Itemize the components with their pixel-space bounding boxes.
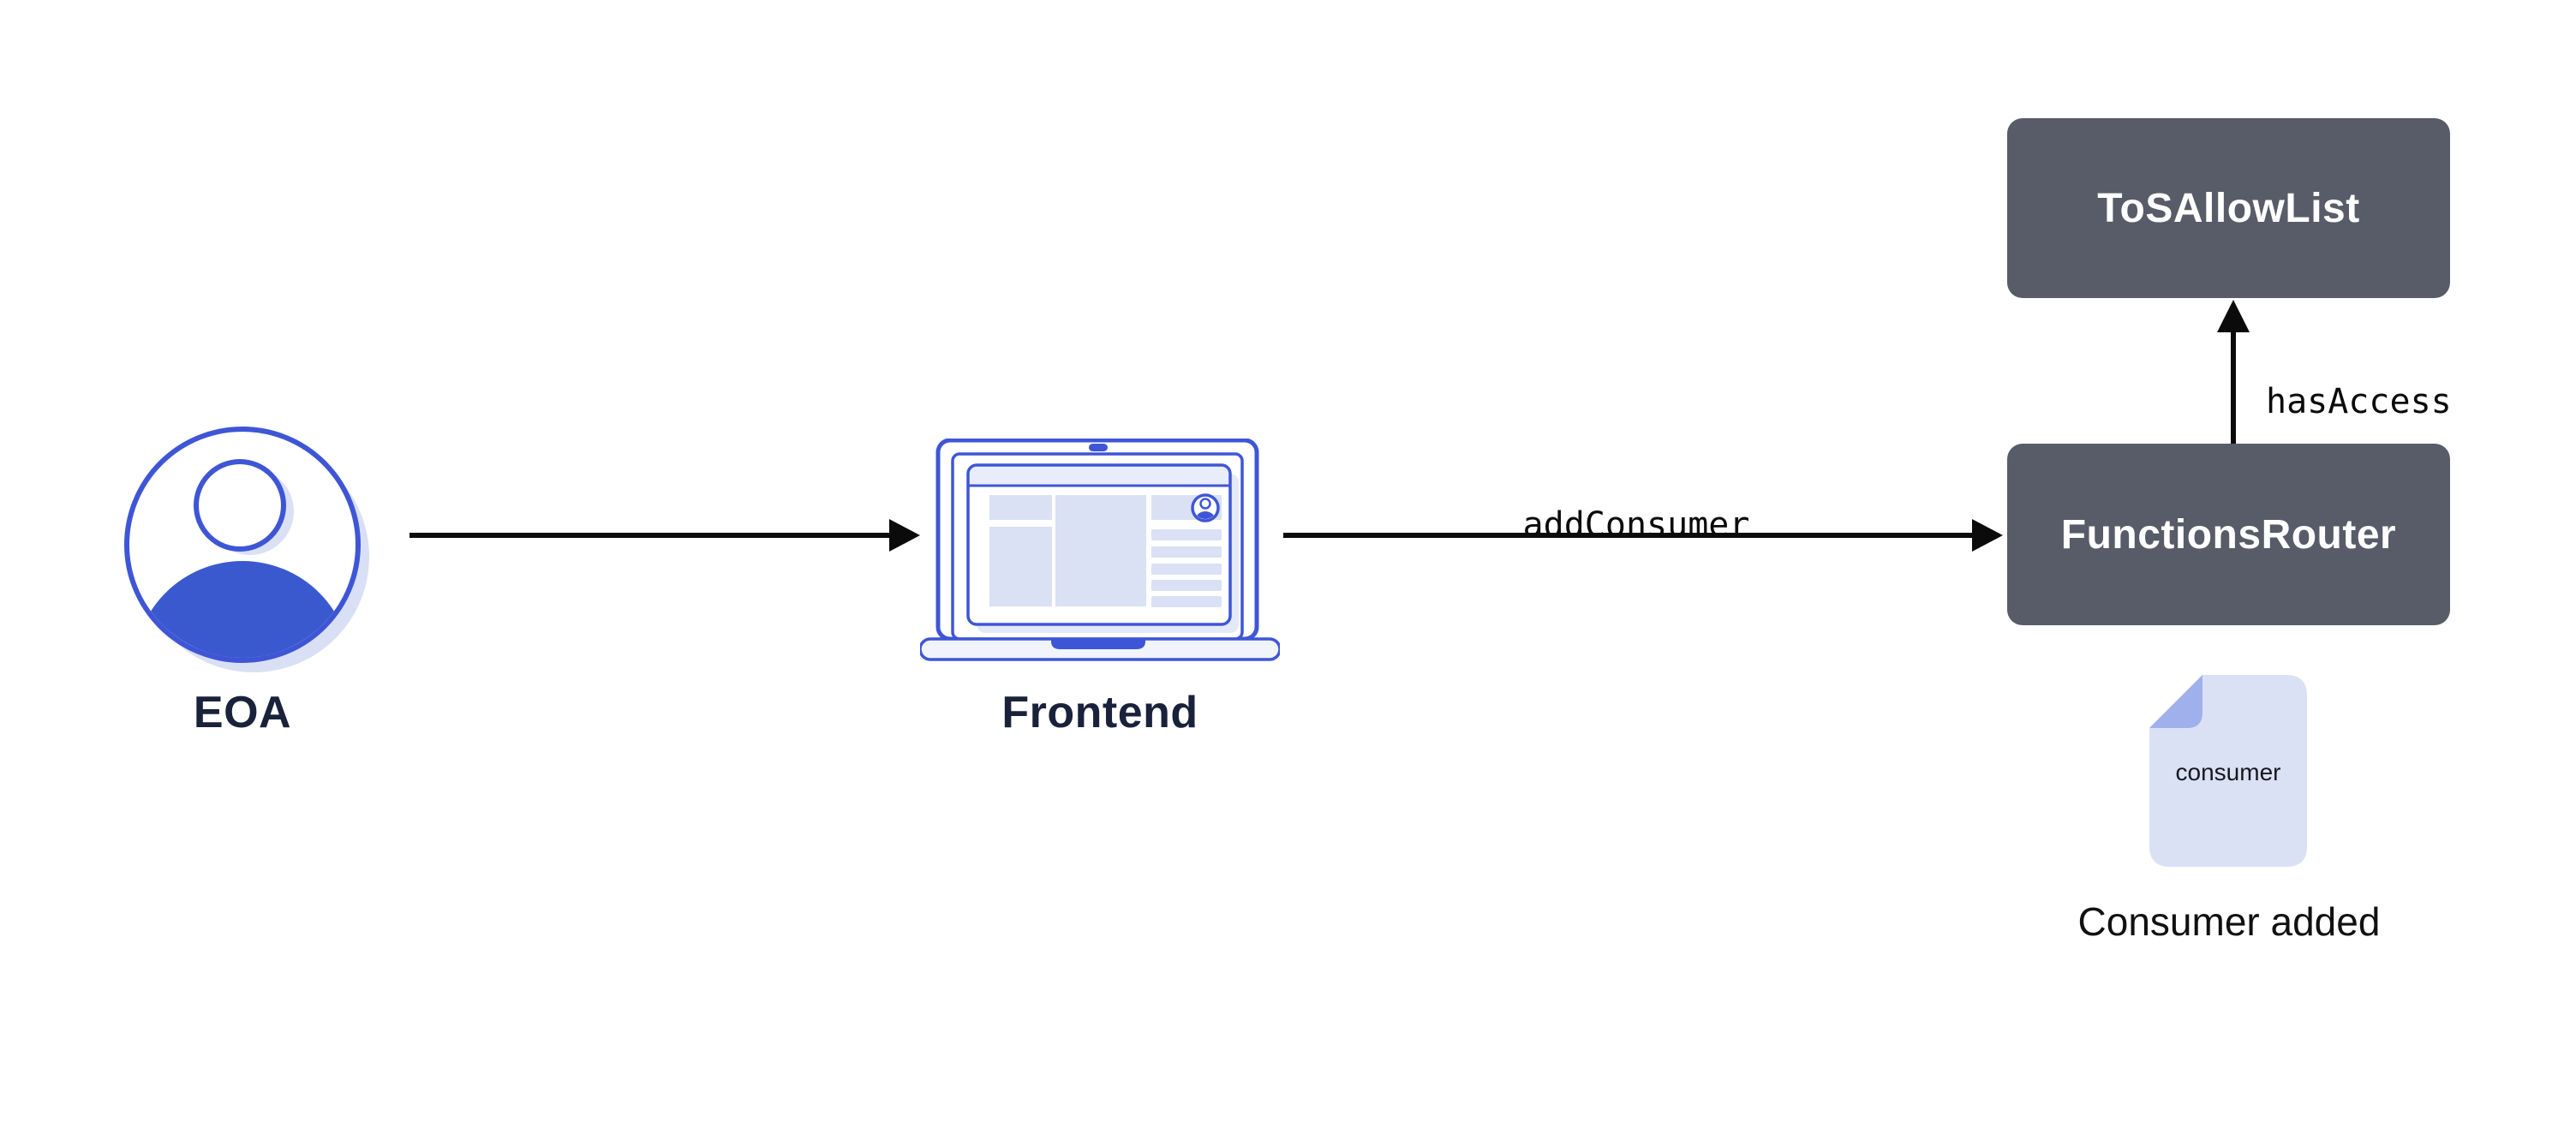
eoa-node-label: EOA xyxy=(193,688,292,737)
edge-router-to-tos-arrowhead-icon xyxy=(2217,300,2250,332)
edge-router-to-tos-line xyxy=(2231,331,2236,444)
user-avatar-icon xyxy=(124,427,369,672)
edge-addconsumer-label: addConsumer xyxy=(1522,505,1750,545)
frontend-node-label: Frontend xyxy=(1001,688,1198,737)
laptop-icon xyxy=(920,439,1280,661)
edge-eoa-to-frontend-line xyxy=(409,533,891,538)
edge-frontend-to-router-line xyxy=(1283,533,1974,538)
edge-hasaccess-label: hasAccess xyxy=(2266,382,2452,421)
document-file-label: consumer xyxy=(2175,759,2281,785)
functions-router-node: FunctionsRouter xyxy=(2007,444,2450,625)
document-icon xyxy=(2149,675,2307,867)
consumer-added-caption: Consumer added xyxy=(2077,899,2381,944)
edge-frontend-to-router-arrowhead-icon xyxy=(1972,519,2003,552)
tos-allow-list-label: ToSAllowList xyxy=(2097,185,2360,231)
edge-eoa-to-frontend-arrowhead-icon xyxy=(889,519,920,552)
tos-allow-list-node: ToSAllowList xyxy=(2007,118,2450,298)
functions-router-label: FunctionsRouter xyxy=(2060,511,2397,558)
